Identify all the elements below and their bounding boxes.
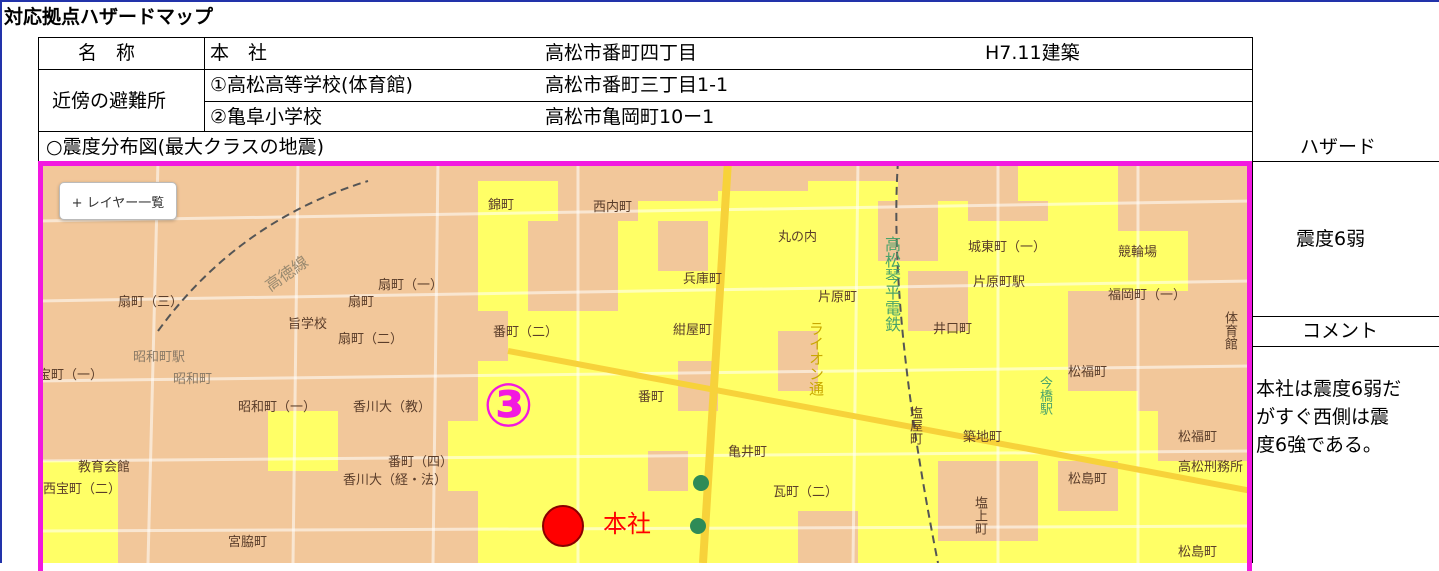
main-road [699,161,732,563]
comment-header: コメント [1302,320,1379,342]
route-marker-icon [690,518,706,534]
hazard-header: ハザード [1300,136,1377,158]
zone-number-label: ③ [483,371,534,441]
hazard-value: 震度6弱 [1296,228,1366,250]
layer-list-button[interactable]: + レイヤー一覧 [59,182,177,220]
route-marker-icon [693,475,709,491]
side-line [1252,161,1439,162]
headquarters-marker-icon [542,505,584,547]
shelter-label: 近傍の避難所 [52,90,167,112]
map-canvas [38,161,1252,563]
name-built: H7.11建築 [985,42,1080,64]
table-line [204,101,1252,102]
frame-left-border [0,0,2,563]
map-border [38,161,1252,571]
page-title: 対応拠点ハザードマップ [4,6,214,28]
headquarters-marker-label: 本社 [603,510,651,538]
table-line [1252,37,1253,563]
table-line [38,131,1252,132]
side-line [1252,316,1439,317]
table-line [38,69,1252,70]
comment-line-3: 度6強である。 [1256,434,1382,456]
name-label: 名 称 [78,42,136,64]
main-road [507,348,1252,494]
table-line [204,37,205,131]
seismic-intensity-map[interactable] [38,161,1252,563]
shelter-1-address: 高松市番町三丁目1-1 [545,74,729,96]
comment-line-1: 本社は震度6弱だ [1256,378,1402,400]
railway-line [157,180,369,332]
side-line [1252,346,1439,347]
table-line [38,37,1252,38]
comment-line-2: がすぐ西側は震 [1256,406,1390,428]
shelter-1-name: ①高松高等学校(体育館) [210,74,413,96]
name-value: 本 社 [210,42,268,64]
shelter-2-name: ②亀阜小学校 [210,106,323,128]
name-address: 高松市番町四丁目 [545,42,698,64]
map-section-title: ○震度分布図(最大クラスの地震) [46,136,325,158]
shelter-2-address: 高松市亀岡町10ー1 [545,106,715,128]
railway-line [895,161,939,563]
frame-top-border [0,0,1439,2]
